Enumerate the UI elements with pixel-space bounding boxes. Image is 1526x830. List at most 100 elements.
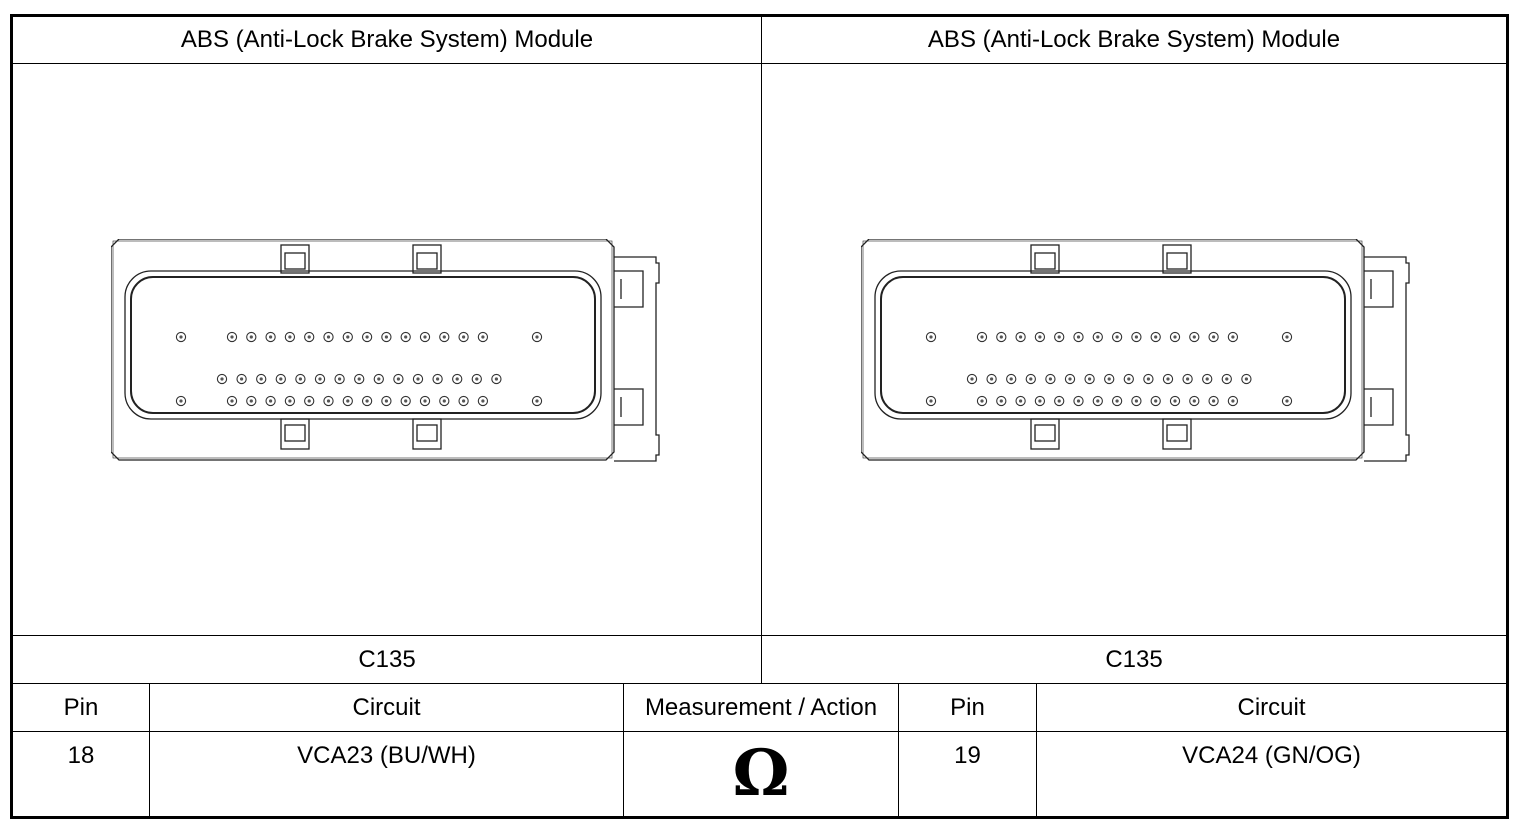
pin-contact <box>288 399 292 403</box>
pin-contact <box>462 335 466 339</box>
pin-contact <box>494 377 498 381</box>
pin-contact <box>240 377 244 381</box>
pin-contact <box>1154 335 1158 339</box>
latch-tab <box>1162 244 1192 274</box>
pin-contact <box>1192 399 1196 403</box>
pin-contact <box>338 377 342 381</box>
pin-contact <box>1285 335 1289 339</box>
header-circuit: Circuit <box>1237 693 1306 721</box>
latch-tab-window <box>1034 424 1056 442</box>
pin-contact <box>1076 335 1081 339</box>
pin-contact <box>423 335 427 339</box>
diagram-frame: ABS (Anti-Lock Brake System) Module ABS … <box>10 14 1509 819</box>
latch-tab <box>1030 244 1060 274</box>
pin-contact <box>455 377 459 381</box>
pin-contact <box>318 377 322 381</box>
pin-contact <box>436 377 440 381</box>
divider <box>13 683 1506 684</box>
divider <box>13 731 1506 732</box>
divider <box>623 684 624 819</box>
pin-contact <box>970 377 974 381</box>
pin-contact <box>1057 399 1061 403</box>
latch-tab-window <box>284 424 306 442</box>
pin-contact <box>249 399 253 403</box>
circuit-b: VCA24 (GN/OG) <box>1182 742 1361 769</box>
divider <box>149 684 150 819</box>
latch-tab-window <box>416 424 438 442</box>
pin-contact <box>1076 399 1081 403</box>
pin-contact <box>357 377 361 381</box>
pin-contact <box>1057 335 1061 339</box>
latch-tab-window <box>1166 252 1188 270</box>
pin-contact <box>416 377 420 381</box>
pin-contact <box>999 335 1003 339</box>
pin-contact <box>307 399 311 403</box>
pin-contact <box>1038 335 1042 339</box>
pin-contact <box>288 335 292 339</box>
ohm-symbol-icon: Ω <box>732 735 790 811</box>
pin-contact <box>1088 377 1092 381</box>
pin-contact <box>1212 335 1216 339</box>
lock-lever <box>614 256 660 462</box>
pin-contact <box>269 335 273 339</box>
latch-tab-window <box>284 252 306 270</box>
connector-cavity-seal <box>880 276 1346 414</box>
pin-contact <box>1166 377 1170 381</box>
pin-contact <box>423 399 427 403</box>
pin-contact <box>990 377 994 381</box>
pin-contact <box>999 399 1003 403</box>
right-panel-title: ABS (Anti-Lock Brake System) Module <box>927 26 1341 53</box>
pin-contact <box>365 335 369 339</box>
pin-contact <box>1186 377 1190 381</box>
pin-contact <box>442 399 446 403</box>
pin-contact <box>1127 377 1131 381</box>
connector-housing <box>861 239 1365 461</box>
pin-contact <box>481 399 485 403</box>
header-measurement: Measurement / Action <box>644 693 878 721</box>
pin-contact <box>1029 377 1033 381</box>
pin-contact <box>1019 335 1023 339</box>
pin-contact <box>377 377 381 381</box>
connector-housing <box>111 239 615 461</box>
left-connector-drawing <box>111 239 660 462</box>
pin-contact <box>1134 335 1138 339</box>
pin-contact <box>1146 377 1150 381</box>
header-pin: Pin <box>63 693 99 721</box>
pin-contact <box>980 399 984 403</box>
pin-contact <box>365 399 369 403</box>
latch-tab <box>1162 418 1192 450</box>
pin-contact <box>1134 399 1138 403</box>
latch-tab <box>1030 418 1060 450</box>
pin-contact <box>475 377 479 381</box>
pin-contact <box>1285 399 1289 403</box>
latch-tab-window <box>1034 252 1056 270</box>
divider <box>1036 684 1037 819</box>
pin-contact <box>384 399 388 403</box>
pin-contact <box>1096 399 1100 403</box>
lock-lever-slot <box>614 270 644 426</box>
header-pin: Pin <box>950 693 985 721</box>
pin-contact <box>259 377 263 381</box>
pin-contact <box>230 335 234 339</box>
connector-cavity <box>874 270 1352 420</box>
pin-contact <box>1205 377 1209 381</box>
latch-tab <box>412 418 442 450</box>
header-circuit: Circuit <box>352 693 421 721</box>
pin-contact <box>179 335 183 339</box>
pin-contact <box>179 399 183 403</box>
pin-contact <box>481 335 485 339</box>
pin-contact <box>279 377 283 381</box>
left-connector-label: C135 <box>358 645 416 673</box>
connector-cavity <box>124 270 602 420</box>
pin-contact <box>1038 399 1042 403</box>
pin-contact <box>1212 399 1216 403</box>
right-connector-drawing <box>861 239 1410 462</box>
right-connector-label: C135 <box>1105 645 1163 673</box>
pin-contact <box>1048 377 1052 381</box>
pin-contact <box>396 377 400 381</box>
latch-tab-window <box>1166 424 1188 442</box>
pin-contact <box>1107 377 1111 381</box>
pin-b: 19 <box>954 742 981 769</box>
pin-contact <box>1244 377 1248 381</box>
pin-contact <box>1173 335 1177 339</box>
